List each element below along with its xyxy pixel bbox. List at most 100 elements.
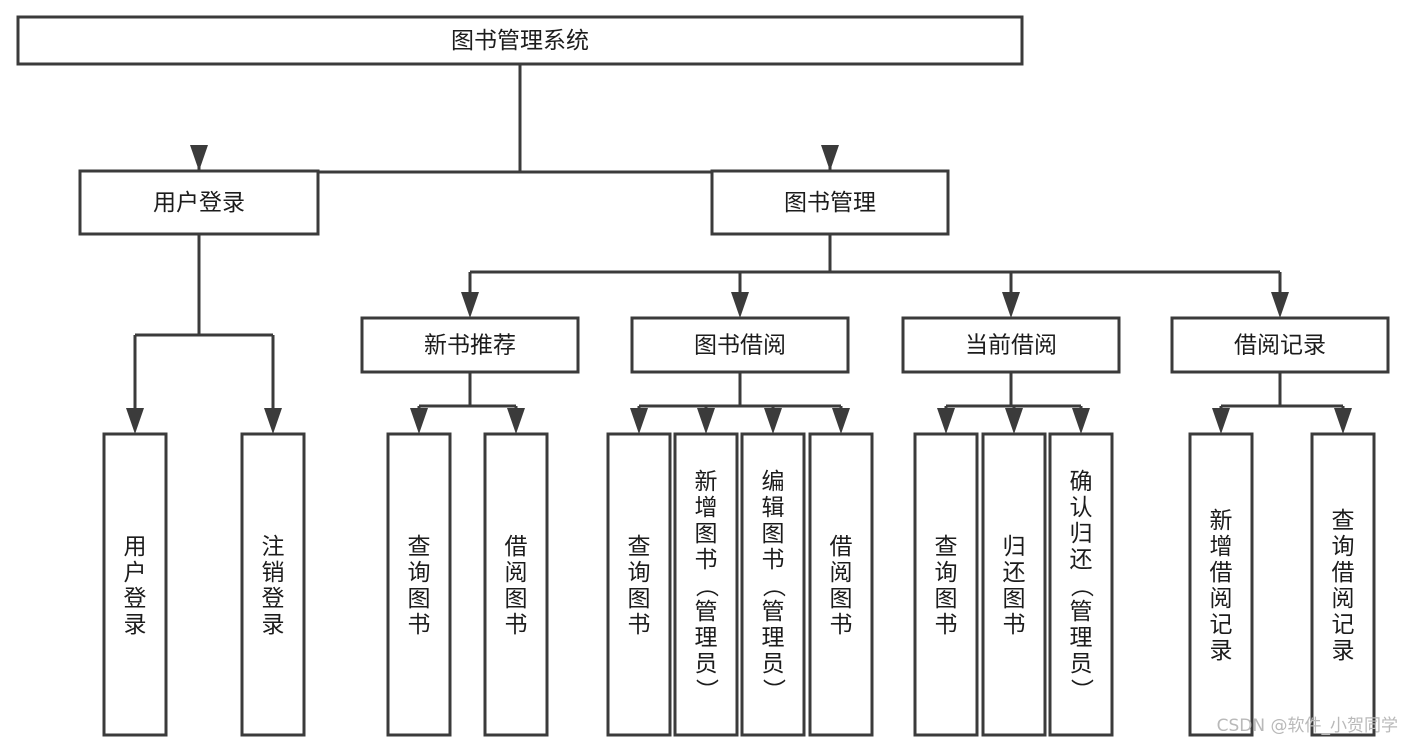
node-label-char: 查 [628,534,651,560]
node-n-user-login[interactable]: 用户登录 [78,169,320,236]
node-label-char: 记 [1210,612,1233,638]
node-label-char: 注 [262,534,285,560]
node-label-char: 图 [1003,586,1026,612]
node-n-current-borrow[interactable]: 当前借阅 [901,316,1121,374]
node-label-char: 查 [408,534,431,560]
node-label-char: ） [693,678,719,701]
node-box [1048,432,1114,737]
node-label-char: 新 [695,469,718,495]
node-label-char: 录 [1210,638,1233,664]
node-label-char: 增 [695,495,718,521]
node-box [360,316,580,374]
node-label-char: 图 [830,586,853,612]
node-box [78,169,320,236]
node-label: 借阅记录 [1234,333,1326,359]
node-box [1170,316,1390,374]
node-box [710,169,950,236]
node-box [102,432,168,737]
node-label-char: 书 [1003,612,1026,638]
node-label-char: 管 [762,599,785,625]
node-label-char: 归 [1070,521,1093,547]
node-label-char: 理 [695,625,718,651]
node-label-char: 阅 [1332,586,1355,612]
node-label-char: 图 [935,586,958,612]
arrowhead-l_borrow_book_1 [507,408,525,434]
node-n-book-manage[interactable]: 图书管理 [710,169,950,236]
node-box [901,316,1121,374]
node-label-char: 图 [762,521,785,547]
node-label-char: 阅 [505,560,528,586]
node-label-char: 登 [124,586,147,612]
node-label-char: 书 [695,547,718,573]
csdn-watermark: CSDN @软件_小贺同学 [1217,716,1398,736]
node-label-char: 录 [124,612,147,638]
node-label-char: 借 [505,534,528,560]
node-box [808,432,874,737]
node-n-borrow-record[interactable]: 借阅记录 [1170,316,1390,374]
node-label-char: 辑 [762,495,785,521]
node-label-char: 增 [1210,534,1233,560]
node-l-user-login[interactable]: 用户登录 [102,432,168,737]
node-label-char: 编 [762,469,785,495]
node-label-char: 书 [935,612,958,638]
node-box [913,432,979,737]
node-label-char: 借 [830,534,853,560]
node-label-char: 图 [695,521,718,547]
node-label-char: 询 [935,560,958,586]
arrowhead-l_borrow_book_2 [832,408,850,434]
node-box [981,432,1047,737]
node-label-char: 归 [1003,534,1026,560]
node-label-char: 理 [1070,625,1093,651]
arrowhead-l_return_book [1005,408,1023,434]
connector-layer [126,64,1352,434]
node-label-char: 确 [1070,469,1093,495]
node-label-char: （ [760,574,786,597]
node-n-book-borrow[interactable]: 图书借阅 [630,316,850,374]
node-box [740,432,806,737]
arrowhead-l_edit_book [764,408,782,434]
node-label-char: 认 [1070,495,1093,521]
node-label-char: 查 [1332,508,1355,534]
arrowhead-l_query_book_3 [937,408,955,434]
arrowhead-l_query_record [1334,408,1352,434]
arrowhead-n_user_login [190,145,208,171]
node-box [386,432,452,737]
node-n-new-book-rec[interactable]: 新书推荐 [360,316,580,374]
node-label-char: 询 [1332,534,1355,560]
arrowhead-l_add_book [697,408,715,434]
node-label-char: （ [1068,574,1094,597]
node-root[interactable]: 图书管理系统 [16,15,1024,66]
node-label-char: 户 [124,560,147,586]
node-label-char: 记 [1332,612,1355,638]
arrowhead-l_user_login [126,408,144,434]
node-label-char: 书 [628,612,651,638]
node-label-char: 书 [762,547,785,573]
node-label-char: ） [760,678,786,701]
node-label-char: 员 [1070,651,1093,677]
node-box [1310,432,1376,737]
node-box [240,432,306,737]
arrowhead-l_add_record [1212,408,1230,434]
arrowhead-n_book_borrow [731,292,749,318]
node-label: 图书借阅 [694,333,786,359]
arrowhead-n_borrow_record [1271,292,1289,318]
node-label: 图书管理 [784,190,876,216]
node-label: 图书管理系统 [451,28,589,54]
arrowhead-l_query_book_2 [630,408,648,434]
node-label-char: ） [1068,678,1094,701]
node-label-char: 录 [262,612,285,638]
node-label-char: 图 [628,586,651,612]
arrowhead-n_book_manage [821,145,839,171]
